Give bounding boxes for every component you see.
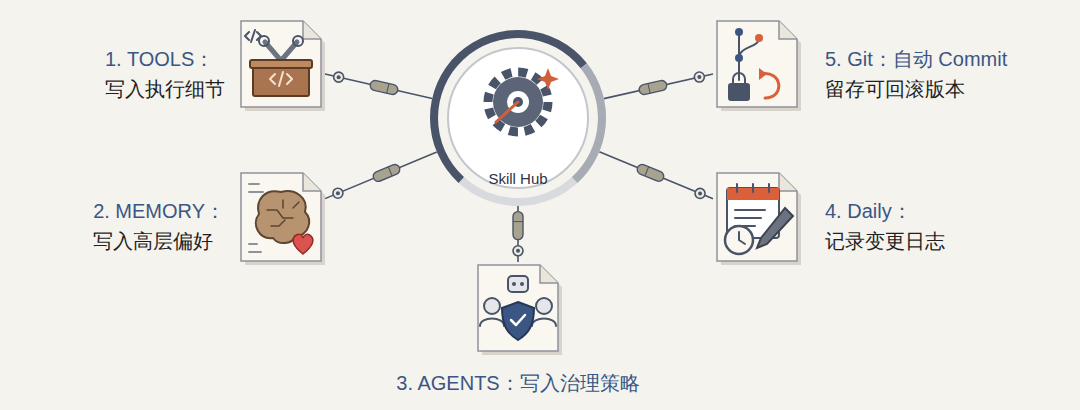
connector-dot [337, 75, 341, 79]
icon-part [735, 184, 769, 226]
connector-capsule [645, 167, 649, 176]
icon-part [508, 276, 528, 292]
gear-teeth [488, 72, 548, 132]
connector-dot [516, 249, 520, 253]
connector-group [325, 72, 432, 98]
daily-icon [725, 184, 793, 254]
icon-card: 3. AGENTS：写入治理策略 [474, 262, 562, 354]
icon-part [761, 74, 779, 98]
icon-part [512, 282, 516, 286]
card-graphic [237, 18, 325, 110]
step-description: 记录变更日志 [825, 226, 945, 256]
connector-capsule [513, 221, 523, 222]
step-description: 写入执行细节 [105, 74, 225, 104]
connector-capsule [636, 163, 666, 183]
git-icon [729, 28, 779, 100]
icon-part [520, 282, 524, 286]
card-label: 1. TOOLS：写入执行细节 [105, 44, 225, 104]
gauge-needle [496, 102, 518, 122]
step-title: 5. Git：自动 Commit [825, 44, 1007, 74]
card-paper [478, 265, 558, 351]
connector-dot [333, 188, 343, 198]
icon-part [757, 208, 793, 248]
icon-part [733, 73, 745, 84]
icon-part [536, 298, 552, 314]
connector-capsule [387, 83, 389, 93]
card-fold [779, 173, 797, 191]
connector-dot [694, 72, 704, 82]
icon-part [729, 84, 749, 100]
connector-dot [697, 75, 701, 79]
connector-dot [336, 191, 340, 195]
memory-icon [249, 184, 313, 254]
connector-group [599, 152, 713, 199]
card-fold [779, 21, 797, 39]
step-description: 写入高层偏好 [93, 226, 225, 256]
hub-label: Skill Hub [428, 170, 608, 187]
connector-line [325, 152, 437, 199]
card-label: 2. MEMORY：写入高层偏好 [93, 196, 225, 256]
connector-capsule [513, 212, 523, 240]
step-description: 留存可回滚版本 [825, 74, 1007, 104]
connector-dot [695, 188, 705, 198]
connector-capsule [388, 167, 392, 176]
card-graphic [237, 170, 325, 264]
icon-part [293, 36, 303, 46]
connector-capsule [372, 163, 402, 183]
icon-part [502, 302, 534, 340]
connector-group [325, 152, 437, 199]
icon-part [267, 200, 299, 226]
icon-part [484, 298, 500, 314]
gear-body [493, 77, 543, 127]
card-fold [303, 21, 321, 39]
icon-part [511, 315, 525, 325]
icon-card: 1. TOOLS：写入执行细节 [237, 18, 325, 110]
connector-group [604, 72, 713, 99]
step-title: 3. AGENTS：写入治理策略 [396, 368, 639, 398]
connector-dot [698, 191, 702, 195]
icon-part [759, 68, 767, 80]
card-graphic [713, 170, 801, 264]
icon-part [259, 36, 269, 46]
icon-card: 5. Git：自动 Commit留存可回滚版本 [713, 18, 801, 110]
icon-part [735, 28, 743, 36]
card-paper [717, 21, 797, 107]
icon-part [739, 232, 745, 244]
icon-part [293, 234, 313, 254]
connector-dot [334, 72, 344, 82]
icon-part [755, 34, 763, 42]
icon-card: 4. Daily：记录变更日志 [713, 170, 801, 264]
step-title: 2. MEMORY： [93, 196, 225, 226]
card-label: 3. AGENTS：写入治理策略 [396, 368, 639, 398]
connector-group [513, 206, 523, 262]
icon-part [725, 226, 753, 254]
tools-icon [245, 30, 312, 96]
hub-face [448, 48, 588, 188]
step-title: 4. Daily： [825, 196, 945, 226]
hub-circle: Skill Hub [428, 28, 608, 208]
icon-part [250, 60, 312, 68]
connector-line [599, 152, 713, 199]
icon-card: 2. MEMORY：写入高层偏好 [237, 170, 325, 264]
card-fold [303, 173, 321, 191]
sparkle [537, 68, 559, 90]
agents-icon [480, 276, 556, 340]
step-title: 1. TOOLS： [105, 44, 225, 74]
card-graphic [474, 262, 562, 354]
card-paper [241, 173, 321, 261]
connector-capsule [648, 84, 650, 94]
card-label: 4. Daily：记录变更日志 [825, 196, 945, 256]
card-paper [241, 21, 321, 107]
card-paper [717, 173, 797, 261]
connector-capsule [638, 80, 668, 96]
icon-part [735, 54, 743, 62]
connector-dot [513, 246, 523, 256]
connector-capsule [369, 79, 399, 95]
card-graphic [713, 18, 801, 110]
icon-part [270, 72, 292, 86]
card-fold [540, 265, 558, 283]
card-label: 5. Git：自动 Commit留存可回滚版本 [825, 44, 1007, 104]
